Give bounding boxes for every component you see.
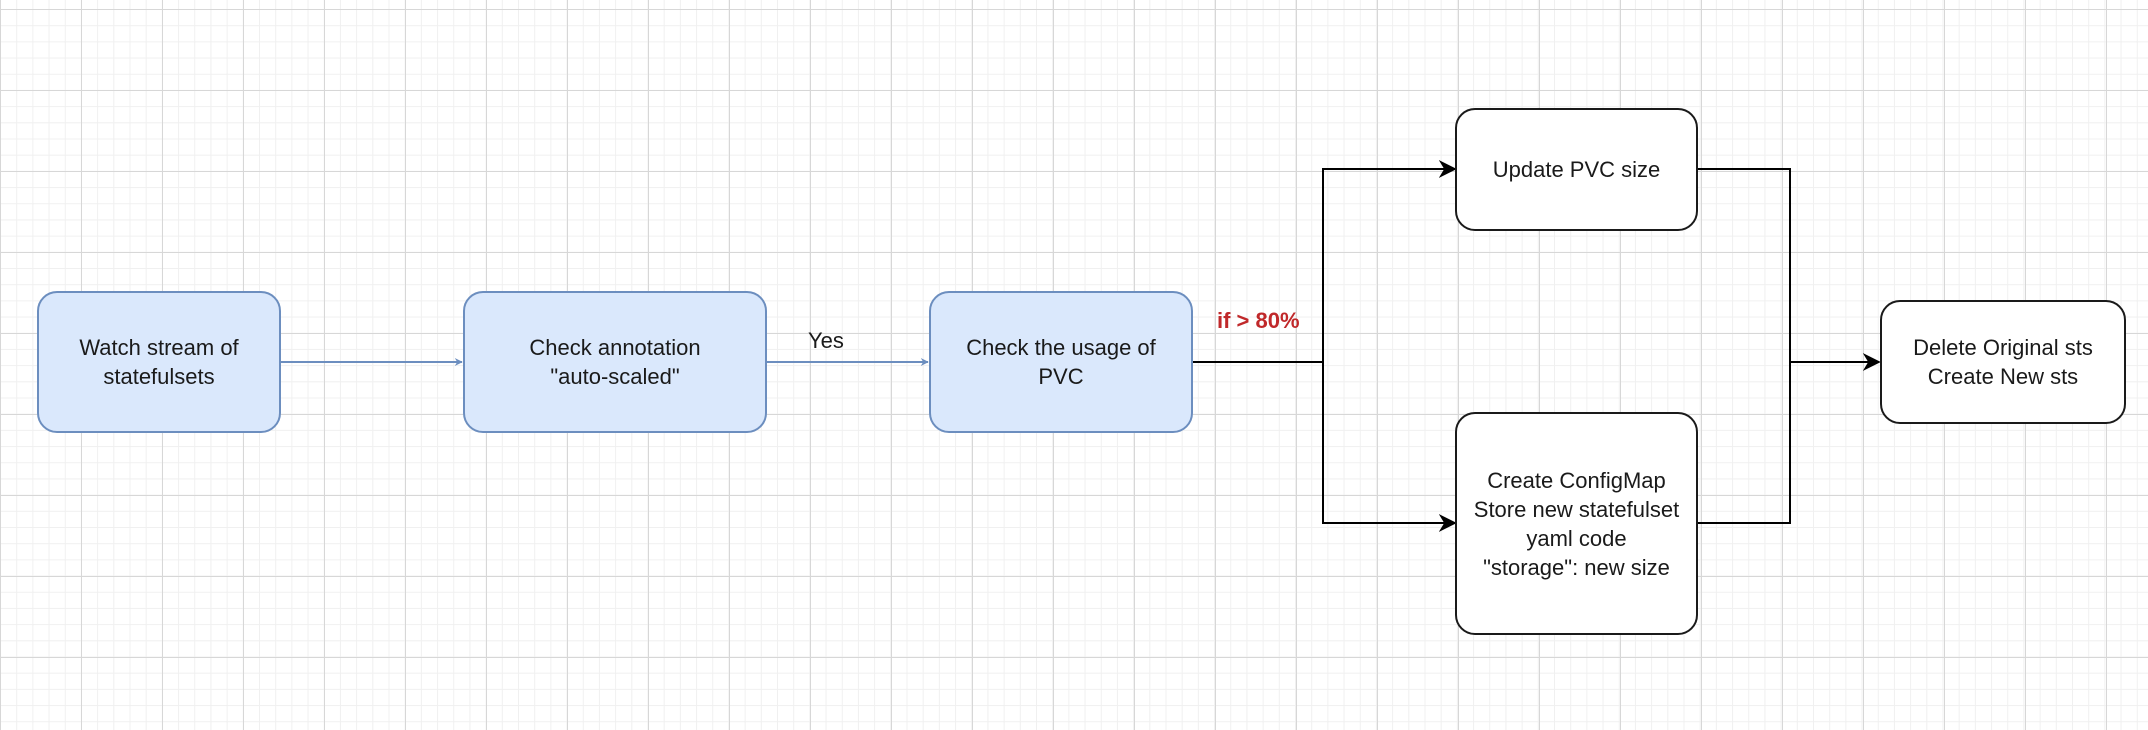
node-watch-stream[interactable]: Watch stream of statefulsets [37, 291, 281, 433]
edge-configmap-to-delete [1698, 362, 1791, 524]
node-delete-create-sts[interactable]: Delete Original sts Create New sts [1880, 300, 2126, 424]
node-create-configmap[interactable]: Create ConfigMap Store new statefulset y… [1455, 412, 1698, 635]
edge-label-threshold: if > 80% [1217, 308, 1300, 333]
node-update-pvc[interactable]: Update PVC size [1455, 108, 1698, 231]
edge-update-pvc-to-delete [1698, 168, 1791, 362]
node-check-usage[interactable]: Check the usage of PVC [929, 291, 1193, 433]
edge-usage-to-configmap [1322, 362, 1457, 532]
edge-label-yes: Yes [808, 328, 844, 353]
edge-usage-to-update-pvc [1193, 160, 1457, 363]
node-check-annotation[interactable]: Check annotation "auto-scaled" [463, 291, 767, 433]
